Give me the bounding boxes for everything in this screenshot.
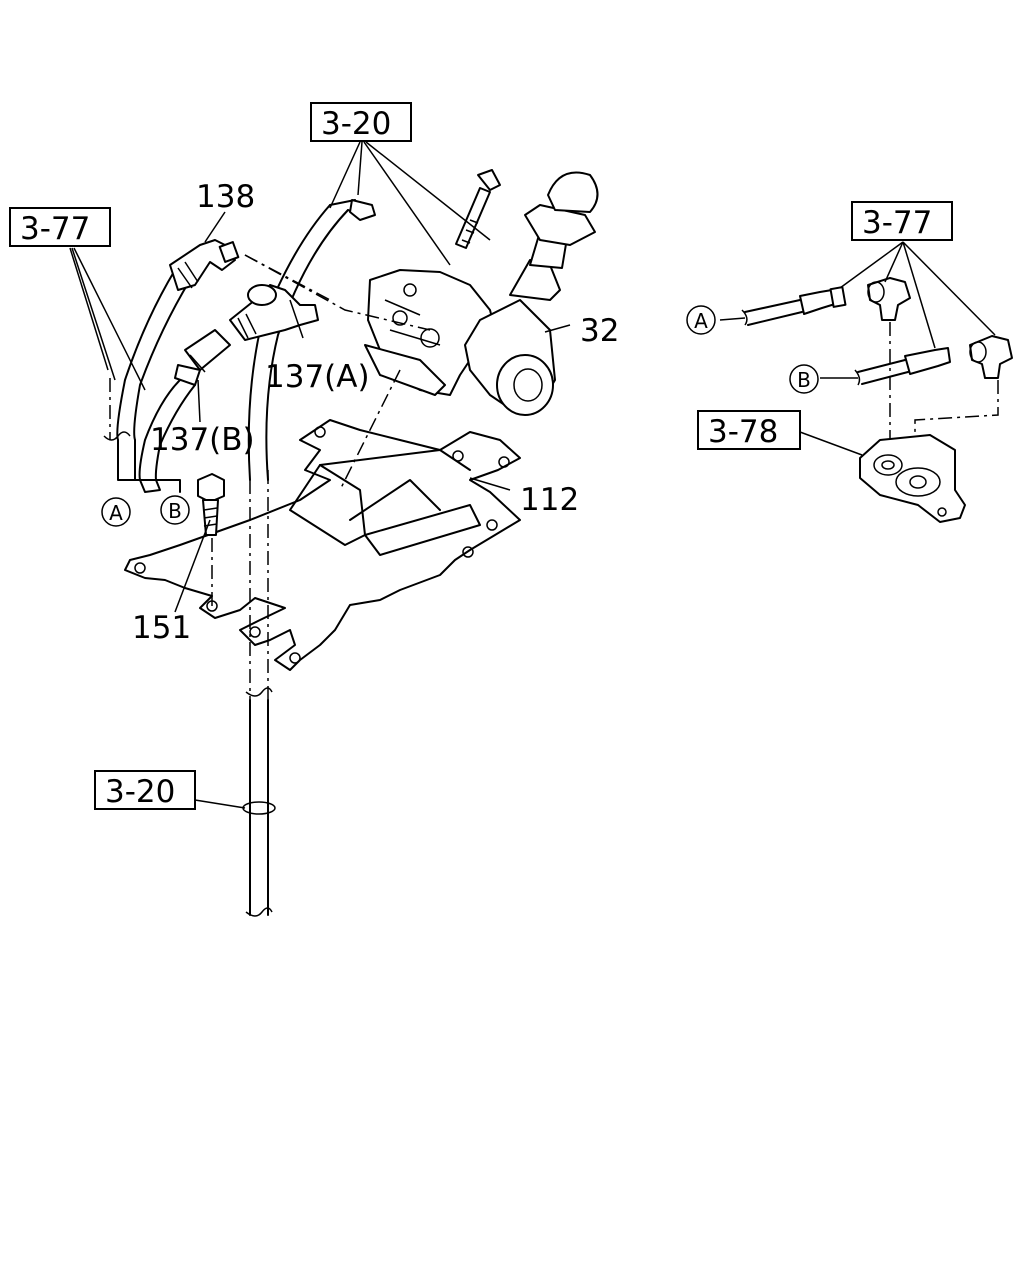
svg-text:B: B <box>797 368 811 392</box>
ref-3-77-right-text: 3-77 <box>862 205 932 241</box>
bolt-151 <box>197 473 225 608</box>
break-lines <box>103 378 269 700</box>
ref-3-20-bottom-text: 3-20 <box>105 774 175 810</box>
fitting-138 <box>169 239 240 291</box>
hose-lines <box>116 199 361 917</box>
hose-clamp <box>349 199 376 221</box>
ref-3-77-left-text: 3-77 <box>20 211 90 247</box>
label-151: 151 <box>132 610 191 646</box>
marker-b-right: B <box>789 364 819 394</box>
ref-3-20-top-text: 3-20 <box>321 106 391 142</box>
label-138: 138 <box>196 179 255 215</box>
bracket-plate-112 <box>124 419 521 671</box>
label-112: 112 <box>520 482 579 518</box>
svg-text:B: B <box>168 499 182 523</box>
svg-text:A: A <box>694 309 708 333</box>
detail-view <box>719 241 1013 523</box>
ref-box-3-77-right: 3-77 <box>851 201 953 241</box>
marker-a-left: A <box>101 497 131 527</box>
marker-a-right: A <box>686 305 716 335</box>
fitting-137b <box>174 329 231 386</box>
marker-b-left: B <box>160 495 190 525</box>
ref-box-3-77-left: 3-77 <box>9 207 111 247</box>
label-137b: 137(B) <box>150 422 255 458</box>
ref-box-3-20-top: 3-20 <box>310 102 412 142</box>
ref-3-78-text: 3-78 <box>708 414 778 450</box>
svg-text:A: A <box>109 501 123 525</box>
leader-lines <box>69 141 571 809</box>
bolt-top <box>455 169 501 249</box>
label-137a: 137(A) <box>265 359 370 395</box>
fitting-137a <box>229 284 319 341</box>
pump-assembly-32 <box>364 171 599 416</box>
label-32: 32 <box>580 313 619 349</box>
ref-box-3-78: 3-78 <box>697 410 801 450</box>
ref-box-3-20-bottom: 3-20 <box>94 770 196 810</box>
